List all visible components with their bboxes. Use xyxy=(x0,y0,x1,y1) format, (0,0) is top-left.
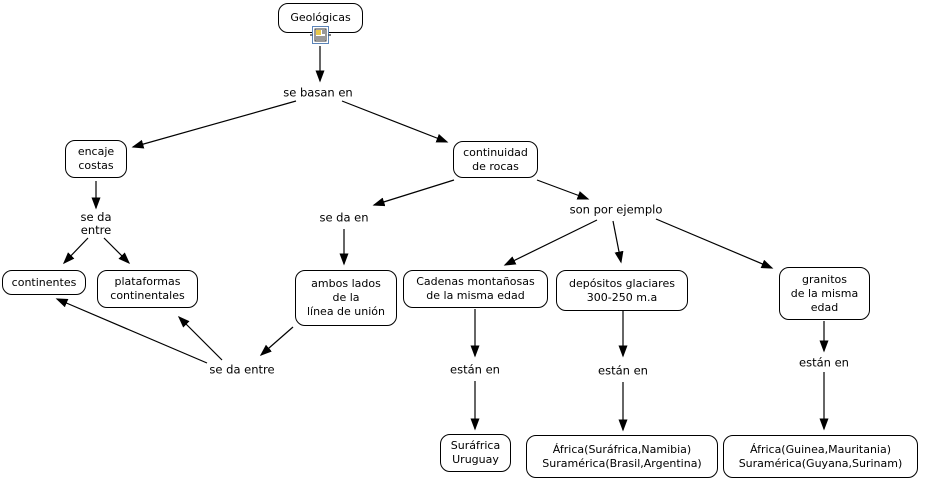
concept-surafrica-uruguay[interactable]: Suráfrica Uruguay xyxy=(440,434,511,472)
arrow-sebasanen-encaje xyxy=(131,100,297,149)
phrase-se-da-en[interactable]: se da en xyxy=(319,210,369,225)
arrow-sedaentre-plataformas xyxy=(103,237,131,265)
arrow-sonporejemplo-depositos xyxy=(612,220,624,264)
phrase-estan-en-cadenas[interactable]: están en xyxy=(450,362,500,377)
arrow-sonporejemplo-cadenas xyxy=(503,219,598,266)
concept-depositos-glaciares[interactable]: depósitos glaciares 300-250 m.a xyxy=(556,270,688,311)
resource-link-icon[interactable] xyxy=(310,26,331,44)
concept-ambos-lados-linea-union[interactable]: ambos lados de la línea de unión xyxy=(295,270,397,326)
concept-cadenas-montanosas[interactable]: Cadenas montañosas de la misma edad xyxy=(403,270,548,308)
arrow-sonporejemplo-granitos xyxy=(655,218,774,269)
phrase-estan-en-depositos[interactable]: están en xyxy=(598,363,648,378)
concept-encaje-costas[interactable]: encaje costas xyxy=(65,140,127,178)
arrow-continuidad-sedaen xyxy=(372,179,455,207)
concept-granitos[interactable]: granitos de la misma edad xyxy=(779,267,870,320)
concept-continentes[interactable]: continentes xyxy=(2,270,86,295)
concept-plataformas-continentales[interactable]: plataformas continentales xyxy=(97,270,198,308)
arrow-continuidad-sonporejemplo xyxy=(536,179,590,200)
arrow-sedaentre-continentes xyxy=(62,237,89,265)
phrase-son-por-ejemplo[interactable]: son por ejemplo xyxy=(569,202,663,217)
phrase-se-da-entre-bottom[interactable]: se da entre xyxy=(209,362,275,377)
concept-continuidad-de-rocas[interactable]: continuidad de rocas xyxy=(453,141,538,178)
phrase-estan-en-granitos[interactable]: están en xyxy=(799,355,849,370)
phrase-se-da-entre-top[interactable]: se da entre xyxy=(80,210,112,237)
concept-africa-suramerica-namibia[interactable]: África(Suráfrica,Namibia) Suramérica(Bra… xyxy=(526,435,718,478)
arrow-sedaentre2-continentes xyxy=(55,298,208,364)
concept-africa-suramerica-guinea[interactable]: África(Guinea,Mauritania) Suramérica(Guy… xyxy=(723,435,918,478)
arrow-ambos-sedaentre2 xyxy=(259,326,294,356)
arrow-sedaentre2-plataformas xyxy=(177,315,223,361)
arrow-sebasanen-continuidad xyxy=(341,100,449,143)
phrase-se-basan-en[interactable]: se basan en xyxy=(283,85,353,100)
